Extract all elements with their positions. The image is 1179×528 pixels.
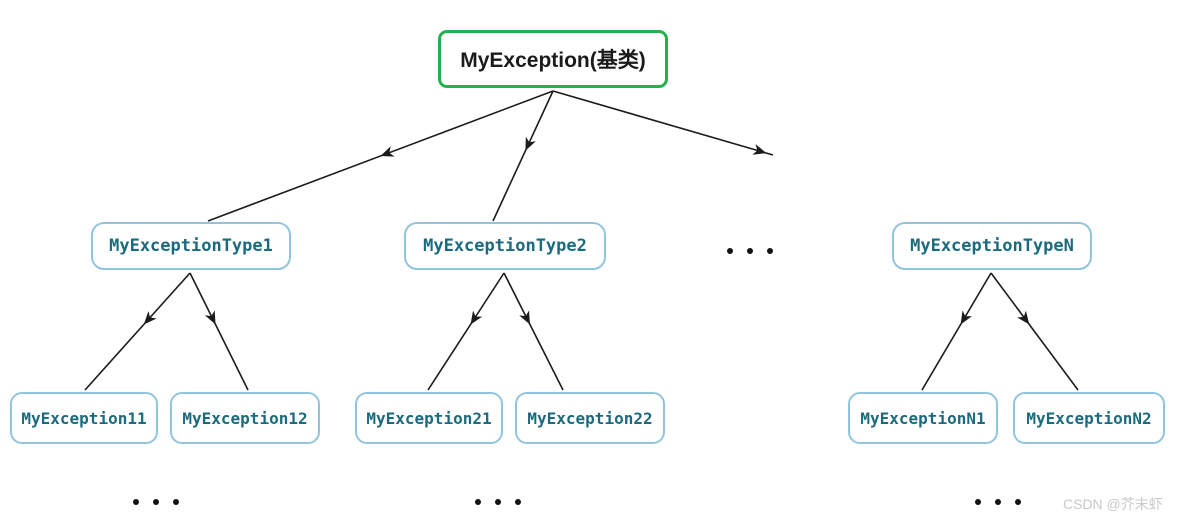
node-exception-myexception11[interactable]: MyException11: [10, 392, 158, 444]
ellipsis-below-branch1: [133, 499, 179, 505]
node-exception-label: MyExceptionN2: [1026, 408, 1152, 428]
node-exception-label: MyException21: [366, 408, 492, 428]
ellipsis-dot: [133, 499, 139, 505]
node-type-myexceptiontypen[interactable]: MyExceptionTypeN: [892, 222, 1092, 270]
ellipsis-dot: [515, 499, 521, 505]
arrowhead-icon: [525, 136, 536, 151]
node-type-label: MyExceptionType2: [423, 236, 587, 256]
node-exception-myexception22[interactable]: MyException22: [515, 392, 665, 444]
edge-type2-to-exc21: [427, 272, 505, 391]
arrowhead-icon: [960, 310, 972, 325]
edge-typeN-to-excN1: [921, 272, 992, 391]
node-root-label: MyException(基类): [460, 49, 646, 72]
node-exception-label: MyException11: [21, 408, 147, 428]
node-exception-myexception21[interactable]: MyException21: [355, 392, 503, 444]
ellipsis-level2-gap: [727, 248, 773, 254]
arrowhead-icon: [752, 144, 767, 155]
edge-root-to-typeN: [552, 90, 774, 156]
edge-type1-to-exc11: [84, 272, 191, 391]
node-root-myexception[interactable]: MyException(基类): [438, 30, 668, 88]
ellipsis-dot: [173, 499, 179, 505]
edge-root-to-type2: [492, 90, 554, 222]
node-exception-myexceptionn1[interactable]: MyExceptionN1: [848, 392, 998, 444]
arrowhead-icon: [380, 146, 395, 157]
edge-root-to-type1: [207, 90, 554, 222]
csdn-watermark: CSDN @芥末虾: [1063, 496, 1163, 512]
node-type-myexceptiontype2[interactable]: MyExceptionType2: [404, 222, 606, 270]
ellipsis-dot: [975, 499, 981, 505]
ellipsis-dot: [495, 499, 501, 505]
ellipsis-below-branch3: [975, 499, 1021, 505]
arrowhead-icon: [1017, 310, 1030, 325]
edge-typeN-to-excN2: [990, 272, 1079, 391]
arrowhead-icon: [143, 311, 157, 325]
ellipsis-dot: [767, 248, 773, 254]
ellipsis-dot: [1015, 499, 1021, 505]
ellipsis-dot: [153, 499, 159, 505]
ellipsis-dot: [995, 499, 1001, 505]
ellipsis-below-branch2: [475, 499, 521, 505]
arrowhead-icon: [204, 310, 216, 325]
arrowhead-icon: [470, 310, 483, 325]
edge-type2-to-exc22: [503, 272, 564, 391]
ellipsis-dot: [727, 248, 733, 254]
node-exception-label: MyExceptionN1: [860, 408, 986, 428]
ellipsis-dot: [747, 248, 753, 254]
node-type-label: MyExceptionType1: [109, 236, 273, 256]
edge-type1-to-exc12: [189, 272, 249, 391]
node-exception-myexceptionn2[interactable]: MyExceptionN2: [1013, 392, 1165, 444]
arrowhead-icon: [519, 310, 530, 325]
node-type-label: MyExceptionTypeN: [910, 236, 1074, 256]
node-type-myexceptiontype1[interactable]: MyExceptionType1: [91, 222, 291, 270]
ellipsis-dot: [475, 499, 481, 505]
node-exception-label: MyException22: [527, 408, 653, 428]
node-exception-label: MyException12: [182, 408, 308, 428]
node-exception-myexception12[interactable]: MyException12: [170, 392, 320, 444]
